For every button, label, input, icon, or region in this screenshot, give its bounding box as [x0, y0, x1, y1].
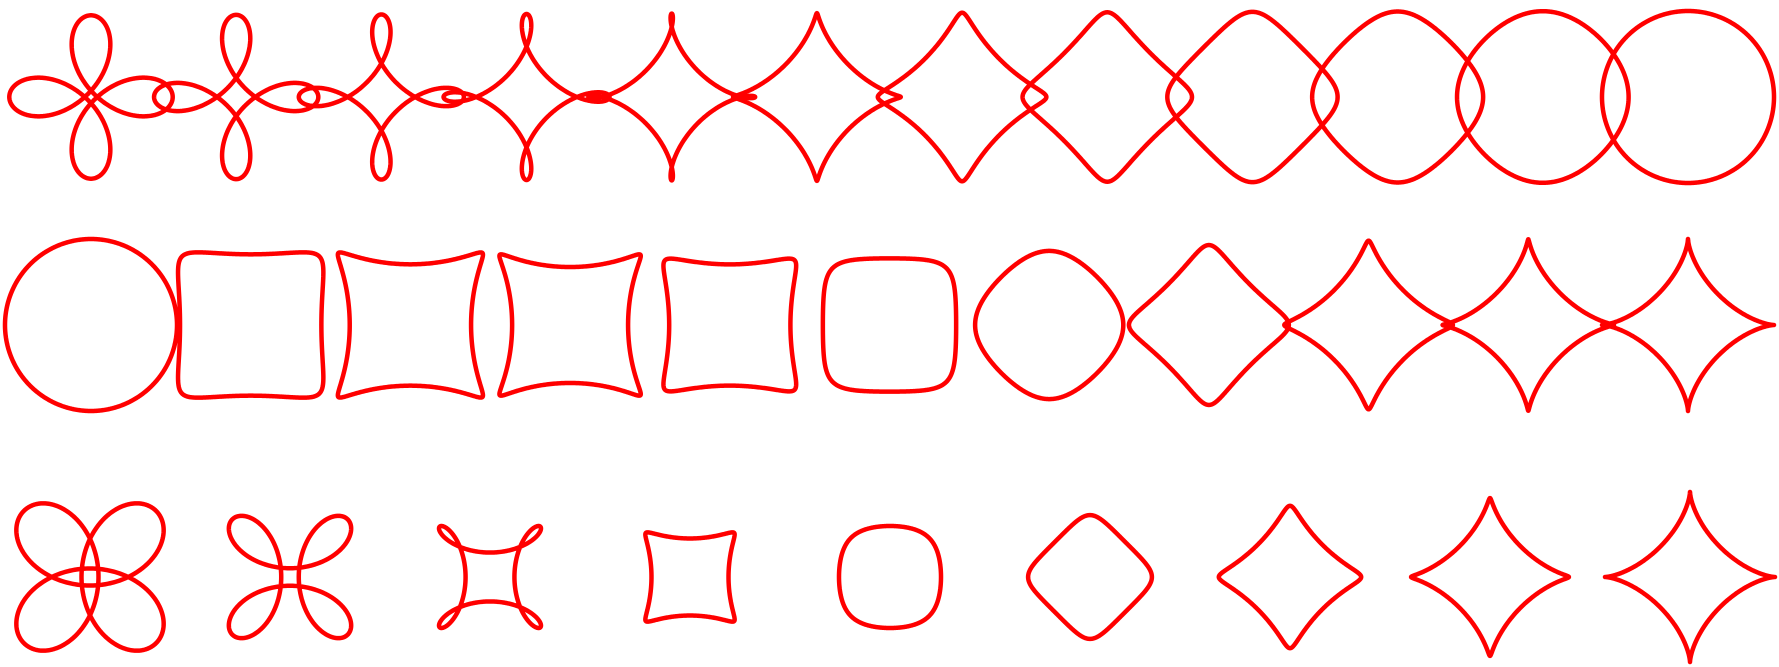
row-1-curve-3	[296, 12, 467, 182]
row-3-curve-7	[1216, 503, 1364, 651]
row-1-curve-8	[1020, 10, 1195, 184]
row-3-curve-9	[1602, 489, 1778, 665]
row-3-curve-5	[836, 523, 944, 631]
row-1-curve-12	[1599, 8, 1777, 186]
row-1-curve-1	[7, 13, 175, 181]
row-2-curve-8	[1126, 242, 1292, 408]
row-2-curve-10	[1440, 237, 1617, 413]
row-2-curve-6	[820, 256, 959, 394]
row-1-curve-10	[1309, 9, 1486, 185]
row-3-curve-3	[436, 523, 544, 631]
row-3-curve-6	[1025, 512, 1155, 642]
row-2-curve-3	[335, 250, 486, 400]
row-2-circles-to-astroid	[2, 236, 1777, 414]
row-1-curve-4	[441, 11, 612, 183]
row-3-curve-4	[643, 530, 737, 624]
row-2-curve-7	[972, 248, 1126, 402]
row-3-clover-to-astroid	[14, 489, 1778, 665]
row-1-curve-9	[1165, 9, 1340, 185]
row-3-curve-1	[14, 501, 166, 653]
row-1-curve-2	[151, 12, 321, 182]
row-1-curve-5	[586, 11, 758, 183]
row-2-curve-1	[2, 236, 180, 414]
row-3-curve-2	[226, 513, 354, 641]
row-3-curve-8	[1408, 495, 1572, 659]
row-1-curve-7	[875, 10, 1049, 184]
row-2-curve-4	[497, 252, 644, 398]
row-1-curve-11	[1454, 8, 1631, 186]
row-2-curve-5	[661, 256, 799, 394]
row-1-curve-6	[730, 10, 904, 184]
row-2-curve-11	[1599, 236, 1777, 414]
row-2-curve-9	[1282, 238, 1456, 412]
row-1-circle-to-lobes	[7, 8, 1777, 186]
row-2-curve-2	[175, 250, 326, 400]
